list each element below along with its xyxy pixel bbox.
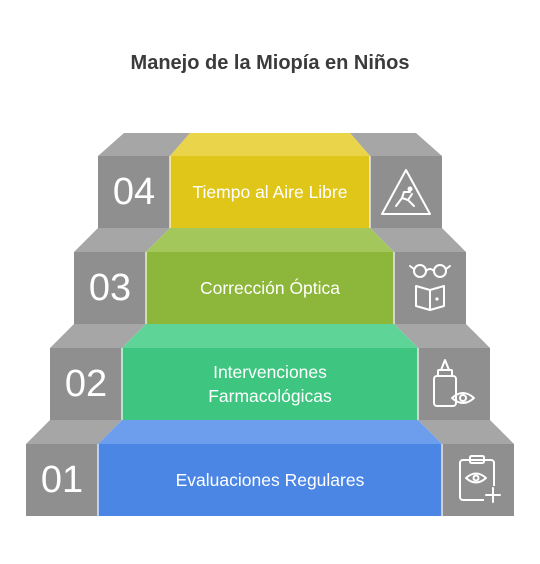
- step-04-right-top: [350, 133, 442, 156]
- step-number-04: 04: [112, 170, 156, 213]
- step-01-top-face: [98, 420, 442, 444]
- step-02-right-block: [418, 348, 490, 420]
- step-03-front: [146, 252, 394, 324]
- step-03-right-top: [370, 228, 466, 252]
- step-01-left-block: [26, 444, 98, 516]
- step-01: [26, 420, 514, 516]
- step-label-02: Intervenciones Farmacológicas: [208, 362, 332, 406]
- step-04-front: [170, 156, 370, 228]
- step-02-top-face: [122, 324, 418, 348]
- step-04-top-face: [170, 133, 370, 156]
- step-label-01: Evaluaciones Regulares: [175, 470, 365, 490]
- step-02-front: [122, 348, 418, 420]
- step-04-left-top: [98, 133, 190, 156]
- step-03-top-face: [146, 228, 394, 252]
- step-02-left-top: [50, 324, 146, 348]
- step-02-left-block: [50, 348, 122, 420]
- diagram-title: Manejo de la Miopía en Niños: [130, 52, 410, 74]
- eye-drops-icon: [433, 359, 475, 407]
- outdoor-warning-icon: [381, 169, 431, 215]
- step-number-02: 02: [64, 362, 108, 405]
- step-04-left-block: [98, 156, 170, 228]
- step-03-left-block: [74, 252, 146, 324]
- step-number-03: 03: [88, 266, 132, 309]
- step-separators: [97, 156, 443, 516]
- step-02: [50, 324, 490, 420]
- step-01-right-top: [418, 420, 514, 444]
- step-label-03: Corrección Óptica: [199, 278, 341, 298]
- step-03-right-block: [394, 252, 466, 324]
- step-02-right-top: [394, 324, 490, 348]
- step-03: [74, 228, 466, 324]
- step-03-left-top: [74, 228, 170, 252]
- glasses-book-icon: [409, 264, 451, 311]
- step-number-01: 01: [40, 458, 84, 501]
- step-label-04: Tiempo al Aire Libre: [192, 182, 348, 202]
- clipboard-eye-plus-icon: [459, 455, 502, 504]
- step-01-left-top: [26, 420, 122, 444]
- step-01-front: [98, 444, 442, 516]
